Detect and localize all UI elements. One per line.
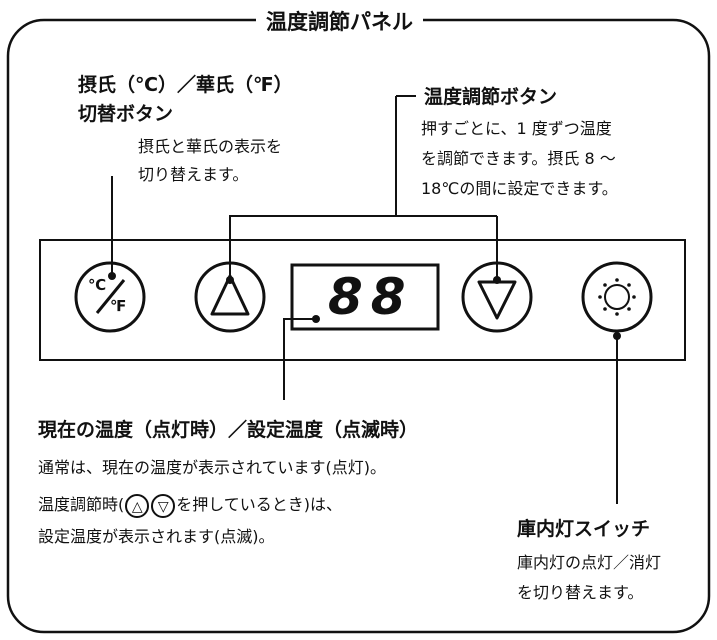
display-desc-line3: 設定温度が表示されます(点滅)。 (38, 527, 275, 546)
display-desc-line2: 温度調節時(△▽を押しているとき)は、 (38, 490, 342, 519)
light-icon (598, 278, 636, 316)
light-switch-heading: 庫内灯スイッチ (517, 518, 651, 540)
fahrenheit-symbol: ℉ (110, 297, 127, 315)
unit-switch-desc-line2: 切り替えます。 (138, 165, 249, 184)
unit-switch-heading-line1: 摂氏（℃）／華氏（℉） (78, 74, 293, 96)
light-switch-button-circle (581, 261, 653, 333)
unit-switch-desc-line1: 摂氏と華氏の表示を (138, 137, 283, 156)
temp-buttons-desc-line2: を調節できます。摂氏 8 〜 (421, 149, 616, 168)
control-panel (39, 239, 686, 361)
display-heading: 現在の温度（点灯時）／設定温度（点滅時） (38, 419, 419, 441)
display-desc-line2-suffix: を押しているとき)は、 (176, 495, 343, 514)
up-triangle-icon (210, 274, 250, 316)
inline-down-button-icon: ▽ (151, 493, 176, 518)
display-desc-line2-prefix: 温度調節時( (38, 495, 125, 514)
panel-title: 温度調節パネル (256, 6, 423, 36)
temp-buttons-desc-line3: 18℃の間に設定できます。 (421, 179, 618, 198)
display-box (290, 263, 440, 331)
unit-switch-heading-line2: 切替ボタン (78, 103, 174, 125)
unit-switch-button-circle (74, 261, 146, 333)
display-digits: 88 (328, 268, 414, 326)
temp-buttons-heading: 温度調節ボタン (424, 86, 558, 108)
inline-up-button-icon: △ (125, 493, 150, 518)
down-triangle-icon (477, 280, 517, 320)
celsius-symbol: ℃ (88, 276, 107, 294)
light-switch-desc-line2: を切り替えます。 (517, 583, 644, 602)
display-desc-line1: 通常は、現在の温度が表示されています(点灯)。 (38, 458, 387, 477)
temp-buttons-desc-line1: 押すごとに、1 度ずつ温度 (421, 119, 612, 138)
light-switch-desc-line1: 庫内灯の点灯／消灯 (517, 553, 662, 572)
